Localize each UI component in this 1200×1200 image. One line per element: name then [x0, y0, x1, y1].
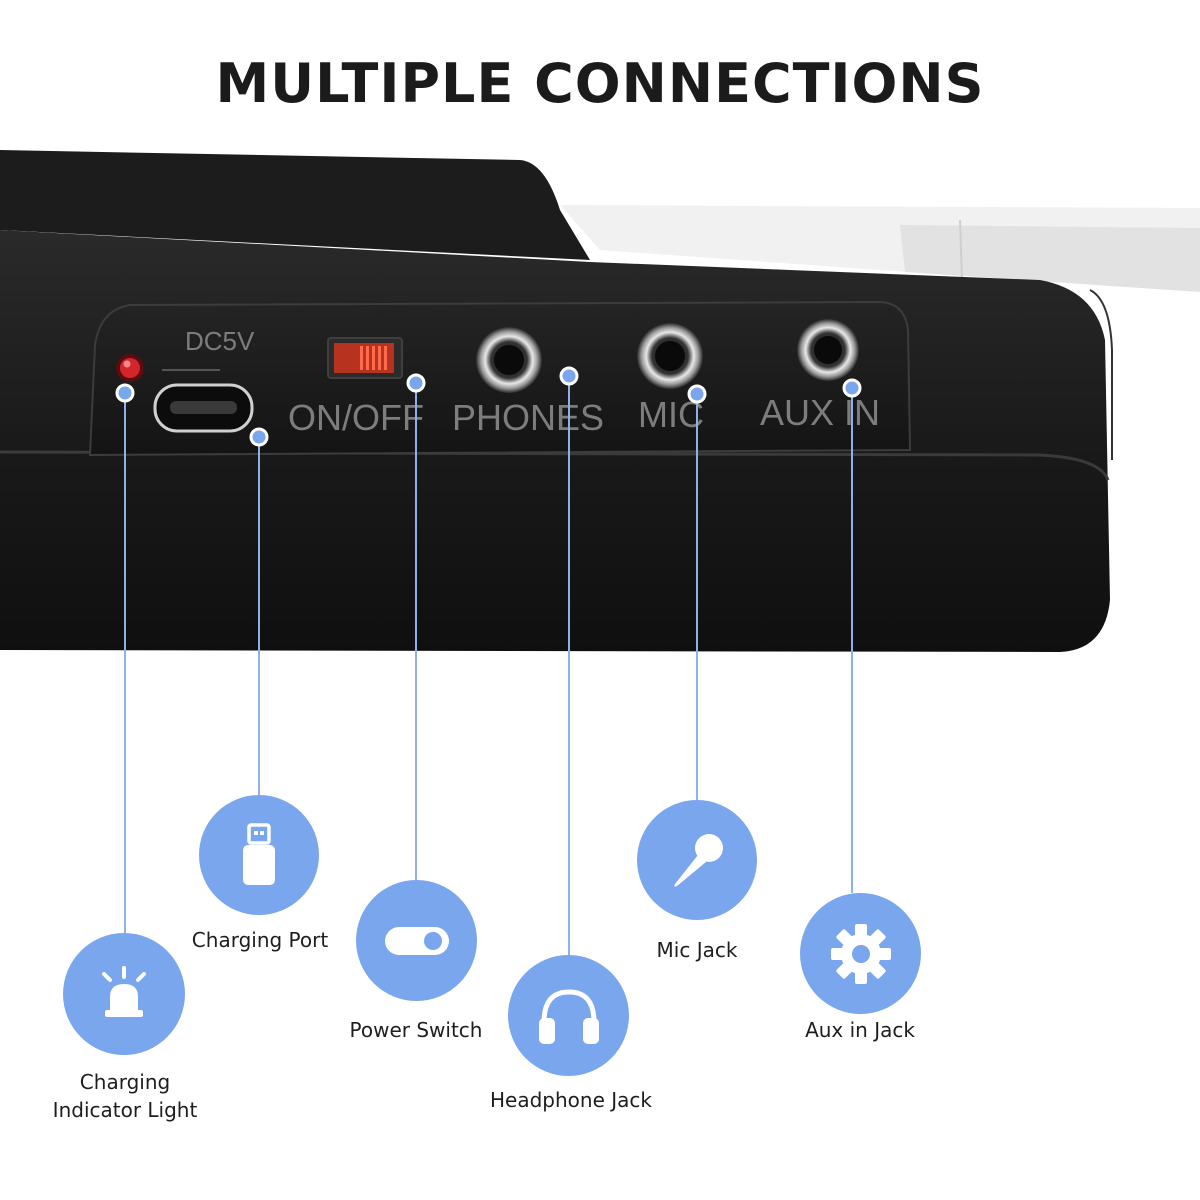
- dc-label: DC5V: [185, 326, 255, 356]
- charging-port-circle: [199, 795, 319, 915]
- mic-jack-label: Mic Jack: [656, 938, 738, 962]
- gear-icon: [830, 923, 891, 984]
- power-switch-slider: [327, 337, 403, 379]
- charging-indicator-circle: [63, 933, 185, 1055]
- headphone-jack-circle: [508, 955, 629, 1076]
- leader-dots: [115, 366, 862, 447]
- headphones-icon: [538, 988, 599, 1044]
- phones-jack: [476, 327, 542, 393]
- aux-jack-circle: [800, 893, 921, 1014]
- microphone-icon: [674, 834, 723, 887]
- aux-in-jack: [797, 319, 859, 381]
- mic-jack-circle: [637, 800, 757, 920]
- charging-indicator-led: [116, 354, 144, 382]
- power-switch-circle: [356, 880, 477, 1001]
- keyboard-top-ridge: [0, 150, 590, 260]
- usb-c-port: [153, 369, 254, 433]
- usb-drive-icon: [243, 823, 275, 885]
- headphone-jack-label: Headphone Jack: [490, 1088, 652, 1112]
- phones-label: PHONES: [452, 397, 604, 438]
- white-keys: [560, 205, 1200, 292]
- mic-jack: [637, 323, 703, 389]
- charging-port-label: Charging Port: [191, 928, 329, 952]
- page-title: MULTIPLE CONNECTIONS: [215, 52, 985, 115]
- switch-label: ON/OFF: [288, 397, 424, 438]
- aux-jack-label: Aux in Jack: [805, 1018, 915, 1042]
- charging-indicator-label: Charging Indicator Light: [52, 1070, 198, 1122]
- aux-label: AUX IN: [760, 392, 880, 433]
- toggle-switch-icon: [384, 926, 449, 955]
- leader-lines: [124, 376, 853, 955]
- power-switch-label: Power Switch: [349, 1018, 483, 1042]
- siren-light-icon: [102, 966, 146, 1017]
